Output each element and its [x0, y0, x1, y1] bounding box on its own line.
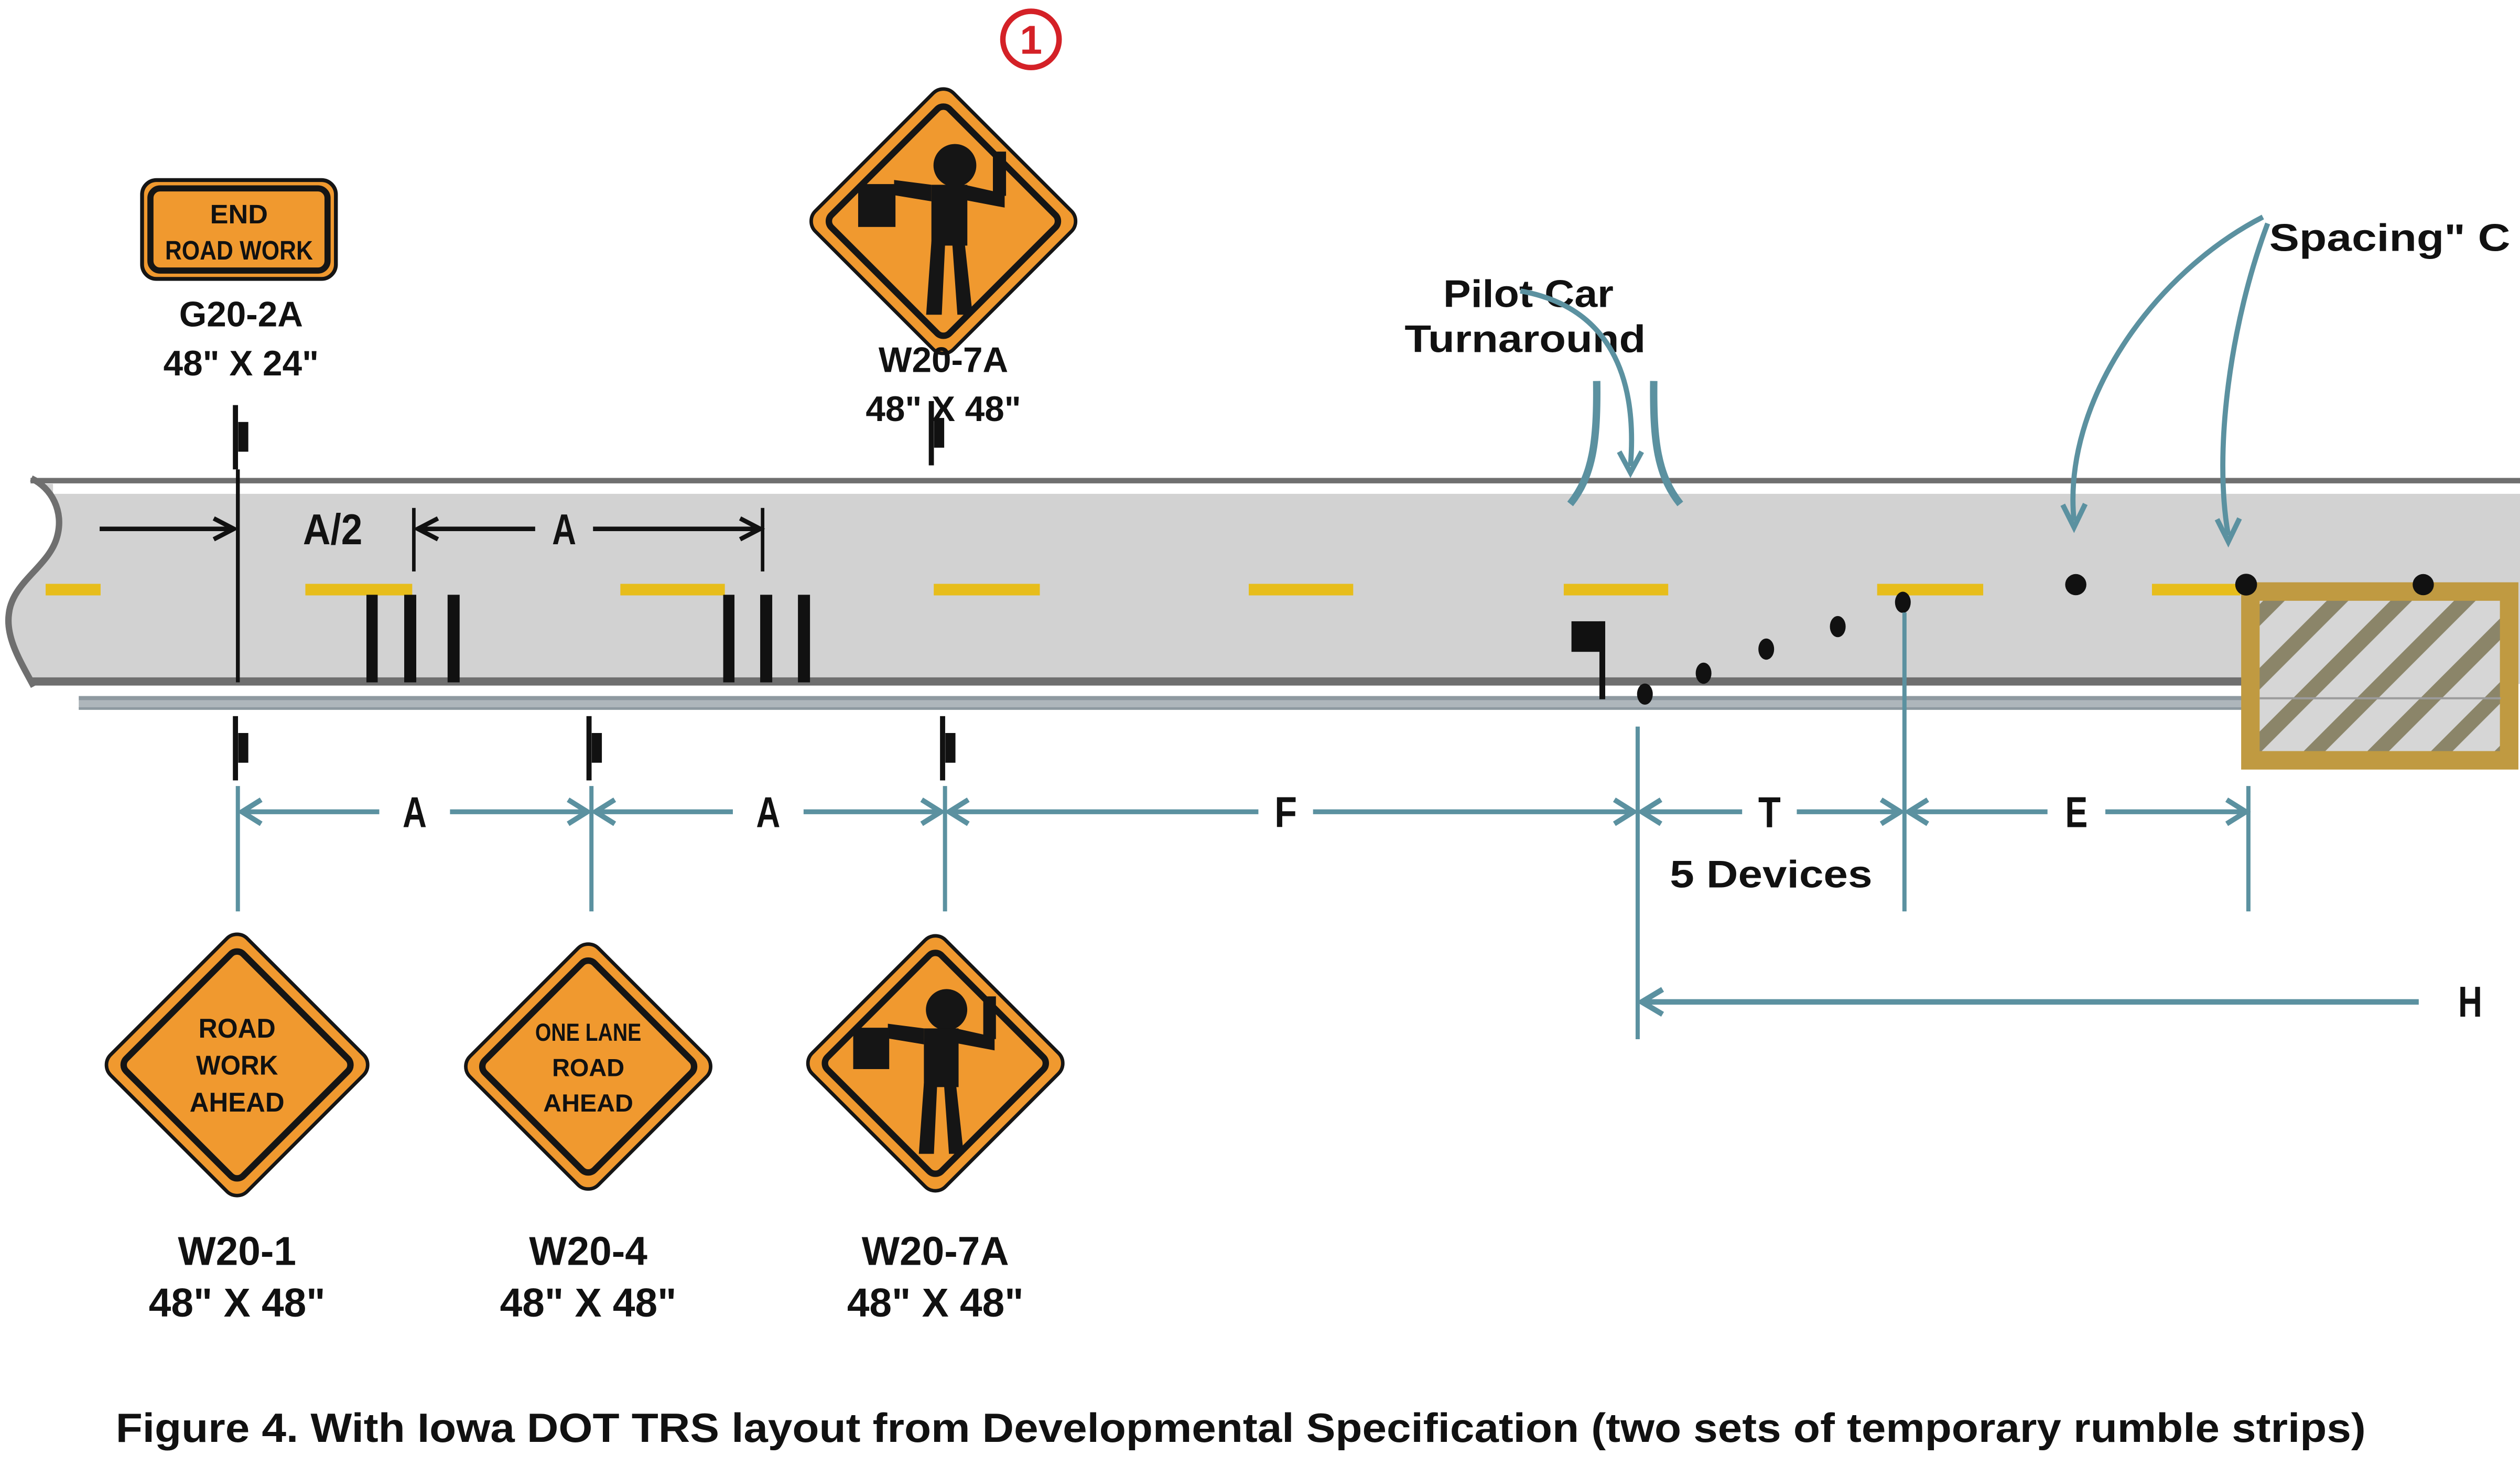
sign-g20-2a-line1: END	[210, 199, 268, 229]
flagger-station	[1571, 621, 1606, 699]
sign-w20-4-size: 48" X 48"	[500, 1281, 677, 1325]
dim-f-label: F	[1274, 788, 1297, 836]
five-devices-label: 5 Devices	[1670, 852, 1872, 896]
marker-w20-7a-bottom	[940, 716, 956, 781]
sign-w20-4-code: W20-4	[529, 1230, 647, 1274]
sign-w20-7a-bottom: W20-7A 48" X 48"	[806, 934, 1065, 1325]
work-area	[2241, 582, 2518, 770]
sign-g20-2a-size: 48" X 24"	[164, 344, 319, 383]
sign-w20-7a-bottom-size: 48" X 48"	[847, 1281, 1024, 1325]
dim-a-half-label: A/2	[303, 505, 362, 554]
sign-w20-1-line2: WORK	[196, 1050, 278, 1081]
turnaround-mark-left	[1567, 381, 1600, 506]
callout-1-circle	[1000, 8, 1062, 71]
road-shoulder	[79, 696, 2242, 710]
marker-g20-2a	[233, 405, 248, 470]
arrowhead-left-icon	[237, 797, 263, 826]
arrowhead-down-icon	[2060, 503, 2088, 533]
lower-dimensions: A A F T E 5 Devices	[237, 788, 2251, 896]
sign-w20-4-line2: ROAD	[552, 1054, 624, 1082]
h-dimension: H	[1636, 977, 2482, 1026]
dim-a-top-label: A	[552, 505, 576, 554]
sign-w20-1-size: 48" X 48"	[149, 1281, 326, 1325]
pilot-car-label-line2: Turnaround	[1404, 317, 1646, 360]
marker-w20-1	[233, 716, 248, 781]
spacing-c-callout: Spacing" C	[2060, 214, 2511, 548]
dim-a1-label: A	[403, 788, 427, 836]
arrowhead-right-icon	[739, 516, 765, 542]
work-area-hatched-box	[2241, 582, 2518, 770]
dim-e-label: E	[2065, 788, 2088, 836]
marker-w20-4	[586, 716, 602, 781]
sign-w20-7a-bottom-code: W20-7A	[862, 1230, 1009, 1274]
channelizing-devices-tangent	[2065, 574, 2434, 596]
arrowhead-left-icon	[590, 797, 617, 826]
dim-a2-label: A	[756, 788, 780, 836]
rumble-strip-set-2	[723, 595, 810, 683]
arrowhead-left-icon	[1636, 987, 1664, 1017]
spacing-c-arrow-2	[2220, 222, 2270, 536]
arrowhead-right-icon	[212, 516, 239, 542]
dim-h-label: H	[2458, 977, 2482, 1026]
turnaround-mark-right	[1650, 381, 1683, 506]
pilot-car-leader-arrow	[1520, 288, 1635, 467]
road-torn-edge	[5, 475, 62, 688]
road-top-white-gap	[53, 483, 2520, 494]
sign-w20-7a-top: 1 W20-7A 48" X 48"	[809, 8, 1078, 429]
arrowhead-left-icon	[1903, 797, 1929, 826]
road-top-edge	[30, 478, 2520, 483]
road	[5, 469, 2520, 710]
sign-w20-4-line1: ONE LANE	[535, 1019, 641, 1047]
spacing-c-arrow-1	[2070, 214, 2264, 521]
arrowhead-right-icon	[567, 797, 592, 826]
road-bottom-edge	[30, 677, 2242, 686]
flagger-flag-pole	[1599, 621, 1606, 699]
callout-1-number: 1	[1020, 18, 1042, 63]
sign-g20-2a-line2: ROAD WORK	[165, 235, 313, 265]
arrowhead-left-icon	[413, 516, 439, 542]
dim-t-label: T	[1758, 788, 1781, 836]
arrowhead-left-icon	[944, 797, 970, 826]
upper-dimensions: A/2 A	[100, 505, 765, 572]
sign-w20-1-code: W20-1	[178, 1230, 296, 1274]
dimension-verticals	[235, 612, 2251, 1040]
channelizing-devices-taper	[1637, 591, 1911, 705]
arrowhead-right-icon	[920, 797, 946, 826]
rumble-strip-set-1	[366, 595, 460, 683]
sign-w20-1: ROAD WORK AHEAD W20-1 48" X 48"	[104, 932, 370, 1325]
sign-w20-1-line1: ROAD	[199, 1014, 276, 1044]
pilot-car-turnaround: Pilot Car Turnaround	[1404, 272, 1683, 506]
spacing-c-label: Spacing" C	[2269, 215, 2511, 259]
arrowhead-down-icon	[1617, 450, 1644, 478]
sign-w20-7a-top-code: W20-7A	[879, 341, 1008, 380]
arrowhead-right-icon	[2225, 797, 2251, 826]
arrowhead-down-icon	[2214, 517, 2242, 548]
sign-w20-4-line3: AHEAD	[543, 1090, 633, 1117]
sign-g20-2a: END ROAD WORK G20-2A 48" X 24"	[140, 178, 338, 383]
figure-caption: Figure 4. With Iowa DOT TRS layout from …	[116, 1405, 2366, 1451]
arrowhead-right-icon	[1879, 797, 1906, 826]
sign-w20-7a-top-size: 48" X 48"	[866, 390, 1021, 429]
sign-g20-2a-code: G20-2A	[179, 295, 303, 334]
sign-w20-4: ONE LANE ROAD AHEAD W20-4 48" X 48"	[464, 942, 712, 1325]
arrowhead-left-icon	[1637, 797, 1662, 826]
arrowhead-right-icon	[1613, 797, 1639, 826]
sign-w20-1-line3: AHEAD	[190, 1087, 285, 1118]
